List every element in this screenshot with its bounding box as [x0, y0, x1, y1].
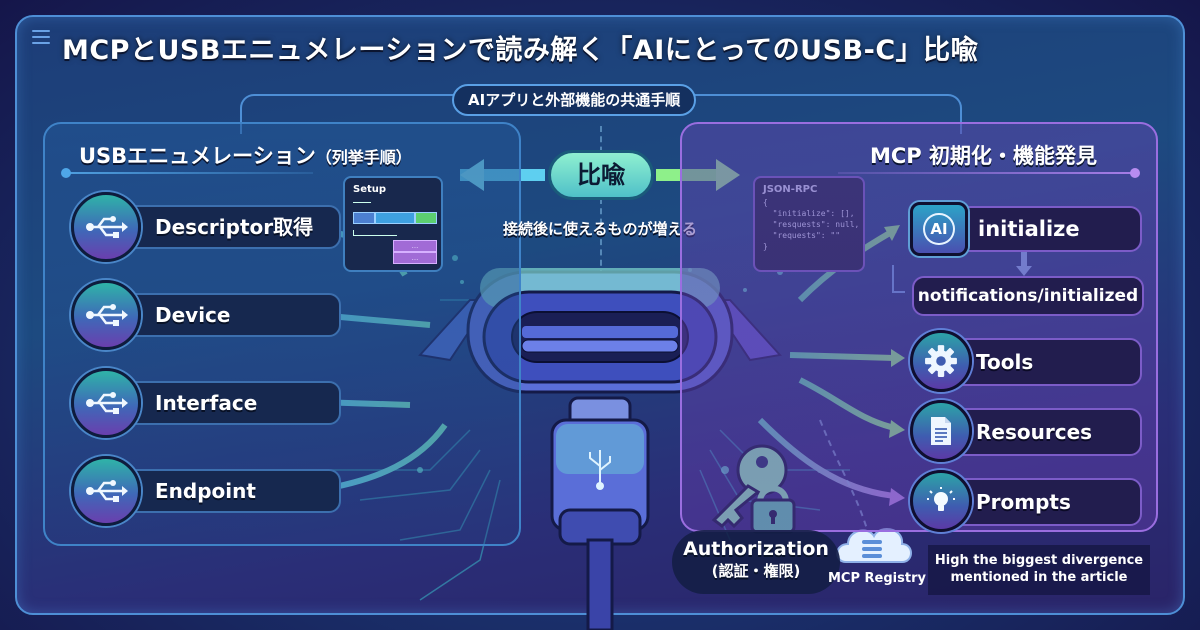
usb-panel-title: USBエニュメレーション（列挙手順） — [79, 144, 412, 168]
double-arrow-icon — [353, 202, 371, 203]
initialize-step[interactable]: initialize — [978, 217, 1080, 241]
authorization-label: Authorization (認証・権限) — [683, 538, 829, 580]
center-divider — [600, 126, 602, 276]
usb-icon — [71, 280, 141, 350]
mcp-registry-label: MCP Registry — [828, 571, 926, 586]
cloud-server-icon — [836, 528, 912, 563]
metaphor-badge: 比喩 — [548, 150, 654, 200]
hamburger-menu-icon[interactable] — [32, 30, 50, 44]
capability-resources[interactable]: Resources — [910, 400, 1142, 462]
mcp-panel-title: MCP 初期化・機能発見 — [870, 144, 1098, 168]
metaphor-caption: 接続後に使えるものが増える — [502, 220, 698, 238]
flow-arrow-icon — [353, 230, 397, 236]
document-icon — [910, 400, 972, 462]
usb-step-descriptor[interactable]: Descriptor取得 — [71, 192, 341, 262]
usb-step-endpoint[interactable]: Endpoint — [71, 456, 341, 526]
page-title: MCPとUSBエニュメレーションで読み解く「AIにとってのUSB-C」比喩 — [62, 35, 979, 66]
gear-icon — [910, 330, 972, 392]
mcp-initialization-panel: MCP 初期化・機能発見 AI initialize notifications… — [680, 122, 1158, 532]
usb-c-port-icon — [418, 268, 782, 394]
usb-icon — [71, 456, 141, 526]
usb-enumeration-panel: USBエニュメレーション（列挙手順） Descriptor取得 Device I… — [43, 122, 521, 546]
usb-c-cable-icon — [550, 396, 650, 630]
usb-panel-rule — [61, 168, 313, 178]
authorization-badge — [672, 530, 840, 594]
notifications-initialized-step[interactable]: notifications/initialized — [912, 276, 1144, 316]
capability-prompts[interactable]: Prompts — [910, 470, 1142, 532]
usb-step-interface[interactable]: Interface — [71, 368, 341, 438]
ai-icon: AI — [910, 202, 968, 256]
usb-icon — [71, 192, 141, 262]
capability-tools[interactable]: Tools — [910, 330, 1142, 392]
divergence-note-box — [928, 545, 1150, 595]
usb-step-device[interactable]: Device — [71, 280, 341, 350]
divergence-note: High the biggest divergence mentioned in… — [934, 553, 1144, 585]
setup-packet-box: Setup ... ... — [343, 176, 443, 272]
mcp-panel-rule — [838, 168, 1140, 178]
lightbulb-icon — [910, 470, 972, 532]
common-procedure-label: AIアプリと外部機能の共通手順 — [452, 84, 697, 116]
usb-icon — [71, 368, 141, 438]
